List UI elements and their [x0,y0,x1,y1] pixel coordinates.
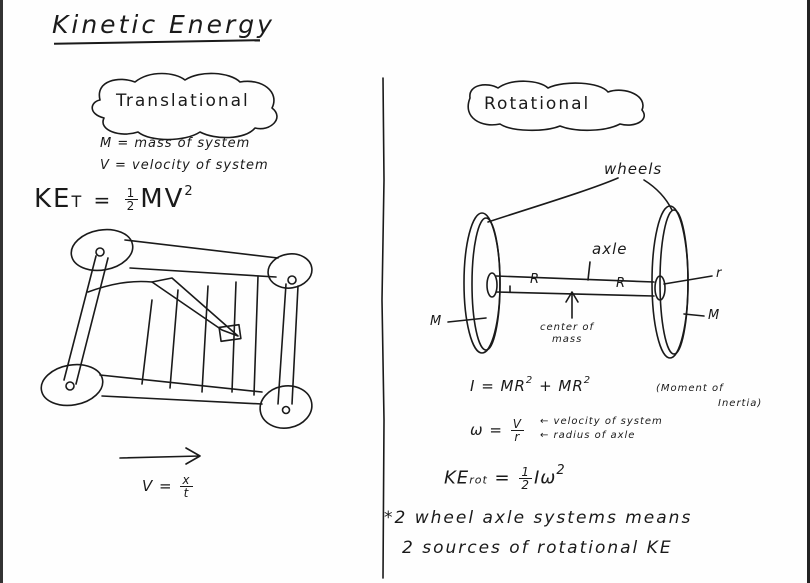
mass-right-label: M [708,308,721,323]
translational-cloud [91,72,278,141]
axle-line [495,275,655,297]
ke-rhs: MV [140,184,185,214]
page-title: Kinetic Energy [52,10,275,39]
velocity-arrow [119,447,201,465]
note-line-1: *2 wheel axle systems means [384,508,693,528]
wheel-right-rot [651,205,689,359]
page-right-edge [807,0,810,583]
center-of-mass-label-2: mass [552,334,583,345]
rotational-heading: Rotational [484,94,591,114]
wheel-bottom-right [259,385,313,429]
ke-exponent: 2 [184,184,195,199]
ke-lhs: KE [34,184,72,214]
moment-note-2: Inertia) [718,398,763,409]
wheel-top-left [70,228,134,272]
def-velocity: V = velocity of system [100,158,269,173]
omega-note-radius: ← radius of axle [540,430,636,441]
column-divider [381,77,385,579]
omega-note-velocity: ← velocity of system [540,416,663,427]
ke-equals: = [93,188,113,212]
moment-note-1: (Moment of [656,383,724,394]
axle-radius-label: r [716,266,723,281]
def-mass: M = mass of system [100,136,251,151]
axle-label: axle [592,240,628,258]
wheels-label: wheels [604,160,663,178]
radius-right-label: R [616,276,627,291]
rotational-cloud [467,80,645,132]
translational-heading: Translational [116,91,250,111]
page-left-edge [0,0,3,583]
wheel-top-right [267,253,313,289]
ke-subscript: T [71,192,84,211]
wheel-bottom-left [40,363,104,407]
radius-left-label: R [530,272,541,287]
note-line-2: 2 sources of rotational KE [402,538,673,558]
moment-of-inertia-formula: I = MR2 + MR2 [470,375,592,395]
mass-left-label: M [430,314,443,329]
center-of-mass-label-1: center of [540,322,594,333]
